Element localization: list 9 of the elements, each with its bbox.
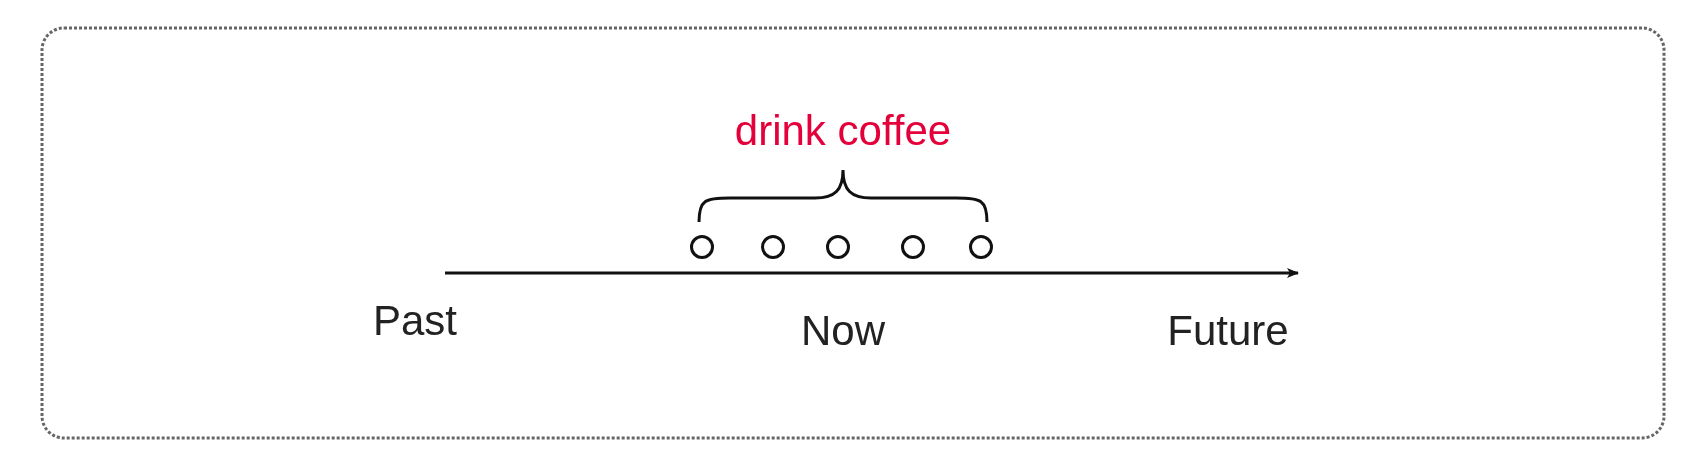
timeline-marker (969, 235, 993, 259)
time-label: Future (1167, 310, 1289, 352)
time-label: Now (801, 310, 885, 352)
timeline-marker (826, 235, 850, 259)
annotation-label: drink coffee (734, 110, 952, 152)
timeline-marker (690, 235, 714, 259)
time-label: Past (373, 300, 457, 342)
timeline-marker (761, 235, 785, 259)
timeline-marker (901, 235, 925, 259)
